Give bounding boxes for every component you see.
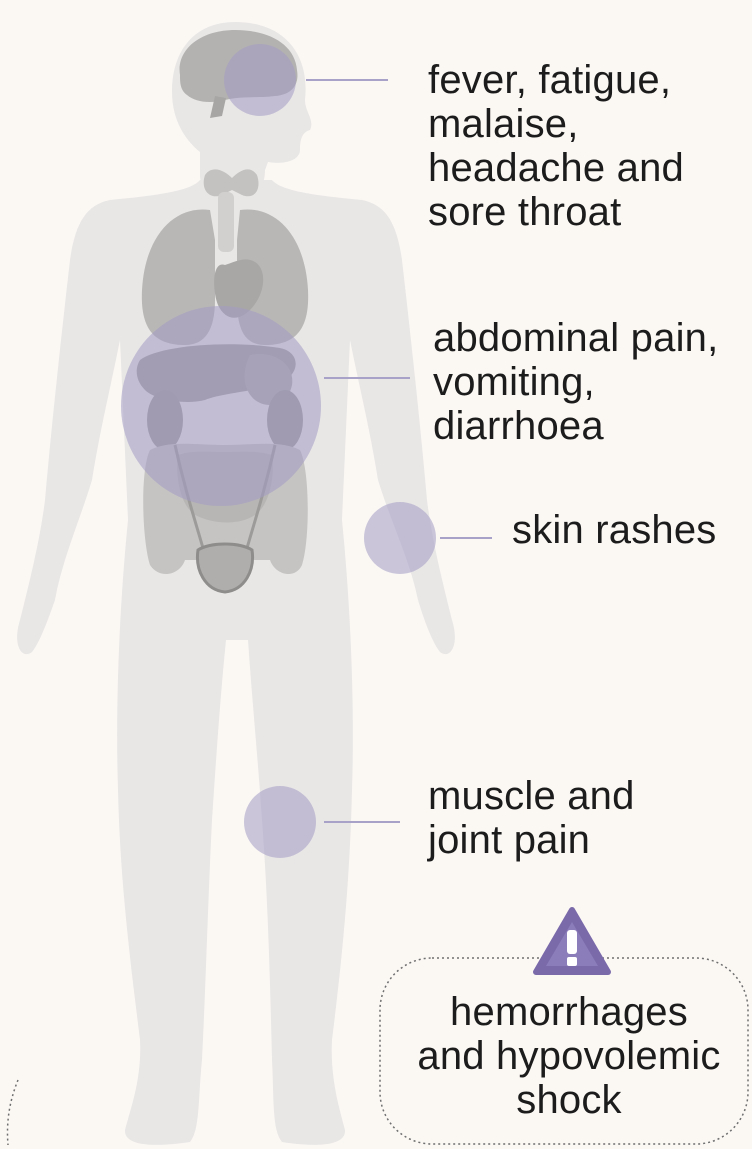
head-symptoms-label: fever, fatigue, malaise, headache and so…	[428, 58, 684, 234]
label-line: and hypovolemic	[388, 1034, 750, 1078]
muscle-symptoms-label: muscle and joint pain	[428, 774, 635, 862]
label-line: fever, fatigue,	[428, 58, 684, 102]
decorative-dotted-arc	[7, 1080, 18, 1145]
label-line: diarrhoea	[433, 404, 718, 448]
label-line: headache and	[428, 146, 684, 190]
skin-highlight-circle	[364, 502, 436, 574]
label-line: muscle and	[428, 774, 635, 818]
warning-triangle-icon	[536, 910, 608, 972]
label-line: skin rashes	[512, 508, 717, 552]
label-line: hemorrhages	[388, 990, 750, 1034]
knee-highlight-circle	[244, 786, 316, 858]
abdomen-highlight-circle	[121, 306, 321, 506]
head-highlight-circle	[224, 44, 296, 116]
trachea	[218, 192, 234, 252]
label-line: sore throat	[428, 190, 684, 234]
shock-symptoms-label: hemorrhages and hypovolemic shock	[388, 990, 750, 1122]
abdomen-symptoms-label: abdominal pain, vomiting, diarrhoea	[433, 316, 718, 448]
label-line: vomiting,	[433, 360, 718, 404]
label-line: abdominal pain,	[433, 316, 718, 360]
label-line: shock	[388, 1078, 750, 1122]
label-line: malaise,	[428, 102, 684, 146]
label-line: joint pain	[428, 818, 635, 862]
skin-symptoms-label: skin rashes	[512, 508, 717, 552]
